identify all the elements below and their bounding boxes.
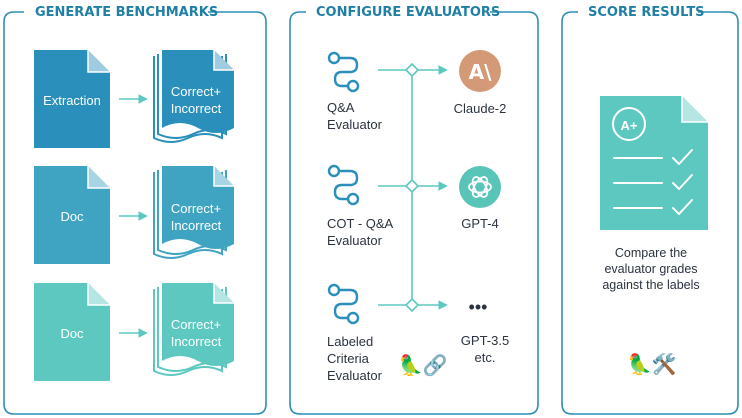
- evaluator-label-line-2: Criteria: [327, 351, 370, 366]
- results-caption-line-2: evaluator grades: [604, 262, 697, 276]
- labeled-documents-stack-icon: [153, 283, 234, 376]
- source-document-label: Doc: [60, 209, 84, 224]
- evaluator-label-line-1: COT - Q&A: [327, 216, 394, 231]
- model-label: GPT-3.5: [461, 333, 509, 348]
- evaluator-label-line-1: Q&A: [327, 100, 355, 115]
- evaluator-label-line-2: Evaluator: [327, 117, 383, 132]
- model-item: GPT-4: [459, 166, 501, 231]
- grade-text: A+: [621, 118, 638, 133]
- source-document-icon: [34, 166, 110, 264]
- source-document-icon: [34, 50, 110, 148]
- benchmark-row: Extraction Correct+ Incorrect: [34, 50, 234, 148]
- label-line-1: Correct+: [171, 317, 221, 332]
- langchain-badge-icon: 🦜🔗: [398, 353, 448, 377]
- model-label: GPT-4: [461, 216, 499, 231]
- route-icon: [327, 164, 360, 206]
- ellipsis-icon: •••: [469, 297, 488, 317]
- source-document-label: Extraction: [43, 93, 101, 108]
- model-item: A\ Claude-2: [454, 50, 507, 116]
- openai-logo-icon: [459, 166, 501, 208]
- evaluator-label-line-2: Evaluator: [327, 233, 383, 248]
- evaluator-item: COT - Q&A Evaluator: [327, 164, 394, 248]
- model-item: ••• GPT-3.5 etc.: [461, 297, 509, 365]
- connector-lines: [378, 62, 448, 313]
- evaluators-panel-title: CONFIGURE EVALUATORS: [316, 5, 500, 20]
- results-caption-line-3: against the labels: [602, 278, 699, 292]
- label-line-2: Incorrect: [171, 101, 222, 116]
- evaluator-label-line-1: Labeled: [327, 334, 373, 349]
- results-panel: SCORE RESULTS A+ Compare the evaluator g…: [561, 5, 739, 415]
- label-line-2: Incorrect: [171, 218, 222, 233]
- benchmark-row: Doc Correct+ Incorrect: [34, 283, 234, 381]
- source-document-icon: [34, 283, 110, 381]
- results-caption-line-1: Compare the: [615, 246, 687, 260]
- evaluator-item: Labeled Criteria Evaluator: [327, 283, 383, 383]
- benchmarks-panel-title: GENERATE BENCHMARKS: [35, 5, 218, 20]
- label-line-2: Incorrect: [171, 334, 222, 349]
- route-icon: [327, 283, 360, 325]
- results-panel-title: SCORE RESULTS: [588, 5, 705, 20]
- evaluators-panel: CONFIGURE EVALUATORS Q&A Evaluator: [289, 5, 539, 415]
- benchmark-row: Doc Correct+ Incorrect: [34, 166, 234, 264]
- graded-report-icon: A+: [600, 96, 708, 230]
- anthropic-logo-text: A\: [469, 60, 492, 84]
- label-line-1: Correct+: [171, 84, 221, 99]
- benchmarks-panel: GENERATE BENCHMARKS Extraction Correct+ …: [3, 5, 267, 415]
- model-label-line-2: etc.: [475, 350, 496, 365]
- evaluator-label-line-3: Evaluator: [327, 368, 383, 383]
- anthropic-logo-icon: A\: [459, 50, 501, 92]
- route-icon: [327, 51, 360, 93]
- labeled-documents-stack-icon: [153, 166, 234, 259]
- labeled-documents-stack-icon: [153, 50, 234, 143]
- source-document-label: Doc: [60, 326, 84, 341]
- langsmith-badge-icon: 🦜🛠️: [627, 352, 677, 376]
- model-label: Claude-2: [454, 101, 507, 116]
- evaluator-item: Q&A Evaluator: [327, 51, 383, 132]
- label-line-1: Correct+: [171, 201, 221, 216]
